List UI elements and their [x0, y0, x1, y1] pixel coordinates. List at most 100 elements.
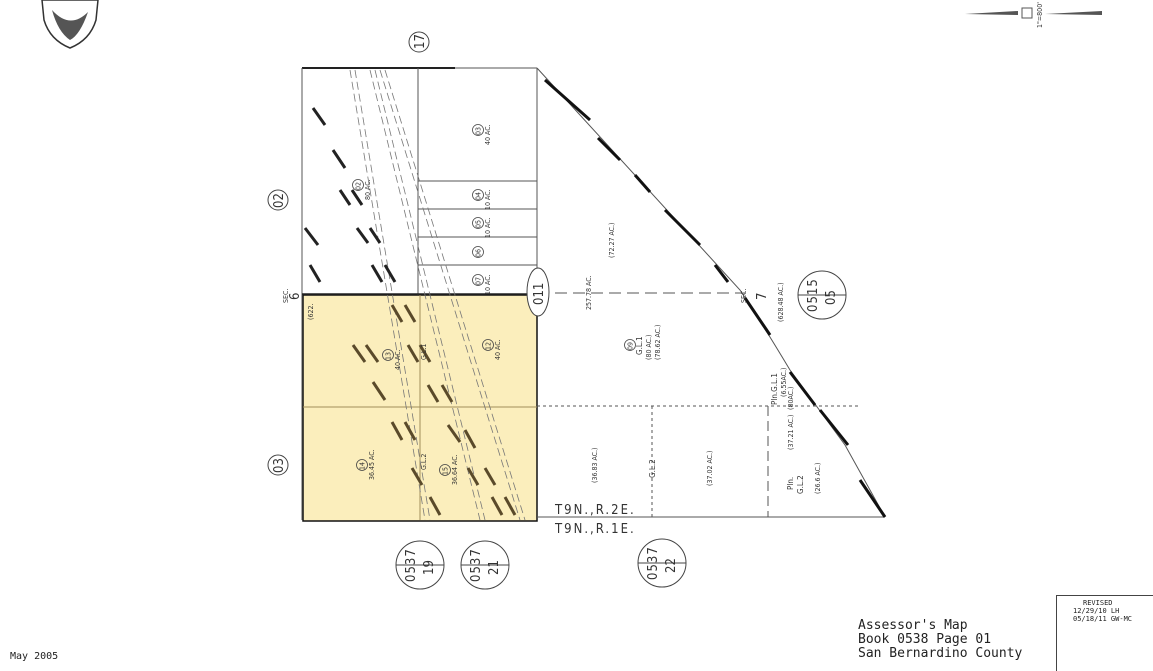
- title-line-2: Book 0538 Page 01: [858, 632, 992, 647]
- parcel-number-circle: [356, 459, 368, 471]
- parcel-number: 07: [475, 277, 483, 285]
- svg-text:02: 02: [272, 193, 287, 208]
- township-label: T9N.,R.1E.: [554, 522, 636, 537]
- parcel-number: 05: [475, 220, 483, 228]
- gov-lot-label: G.L.2: [796, 475, 805, 494]
- county-seal-icon: [41, 0, 99, 49]
- title-block: Assessor's Map Book 0538 Page 01 San Ber…: [858, 619, 1022, 661]
- area-label: (80AC.): [787, 386, 795, 410]
- svg-text:011: 011: [532, 283, 547, 305]
- book-number: 0537: [404, 548, 419, 582]
- parcel-area: 40 AC.: [394, 349, 402, 370]
- map-date: May 2005: [10, 651, 59, 662]
- parcel-number-circle: [472, 189, 484, 201]
- adjacent-ref-17[interactable]: 17: [408, 31, 430, 53]
- parcel-area: 10 AC.: [484, 274, 492, 295]
- parcel-number: 02: [355, 182, 363, 190]
- area-label: (622.: [307, 304, 315, 320]
- section-label: SEC.: [282, 289, 290, 303]
- area-label: (36.83 AC.): [591, 447, 599, 483]
- book-number: 0537: [646, 546, 661, 580]
- gov-lot-label: G.L.1: [420, 344, 428, 360]
- adjacent-ref-02[interactable]: 02: [267, 189, 289, 211]
- page-ref-011[interactable]: 011: [526, 267, 550, 317]
- parcel-number: 03: [475, 127, 483, 135]
- adjacent-ref-03[interactable]: 03: [267, 454, 289, 476]
- parcel-area: (80 AC.): [645, 334, 653, 360]
- parcel-area: 36.64 AC.: [451, 454, 459, 485]
- parcel-area: 10 AC.: [484, 189, 492, 210]
- parcel-area: G.L.1: [635, 336, 644, 355]
- parcel-area: 10 AC.: [484, 217, 492, 238]
- area-label: 257.78 AC.: [585, 275, 593, 310]
- parcel-area: 80 AC.: [364, 179, 372, 200]
- railroad-tracks: [349, 69, 526, 521]
- scale-bar: 1"=800': [965, 2, 1102, 28]
- revision-box: REVISED 12/29/10 LH 05/18/11 GW-MC: [1056, 595, 1153, 671]
- parcel-number: 12: [485, 342, 493, 350]
- page-number: 21: [487, 560, 502, 575]
- section-number: 7: [755, 293, 770, 300]
- parcel-number: 13: [385, 352, 393, 360]
- parcel-number: 15: [442, 467, 450, 475]
- easement-marks: [303, 107, 397, 283]
- parcel-number-circle: [382, 349, 394, 361]
- book-number: 0515: [806, 278, 821, 312]
- title-line-1: Assessor's Map: [858, 618, 968, 633]
- revision-entry: 05/18/11 GW-MC: [1073, 615, 1133, 623]
- gov-lot-label: Pln.: [786, 477, 795, 490]
- gov-lot-label: G.L.2: [420, 454, 428, 470]
- book-number: 0537: [469, 548, 484, 582]
- gov-lot-label: Pln.G.L.1: [770, 373, 779, 405]
- parcel-number: 14: [359, 462, 367, 470]
- section-label: SEC.: [740, 289, 748, 303]
- page-number: 19: [422, 560, 437, 575]
- page-number: 22: [664, 558, 679, 573]
- title-line-3: San Bernardino County: [858, 646, 1023, 661]
- parcel-number-circle: [472, 217, 484, 229]
- parcel-06[interactable]: 06: [472, 246, 484, 258]
- parcel-number-circle: [482, 339, 494, 351]
- revision-entry: 12/29/10 LH: [1073, 607, 1120, 615]
- parcel-number-circle: [472, 274, 484, 286]
- parcel-number-circle: [472, 124, 484, 136]
- parcel-area: 36.45 AC.: [368, 449, 376, 480]
- parcel-area: 40 AC.: [494, 339, 502, 360]
- area-label: (628.48 AC.): [777, 282, 785, 322]
- scale-label: 1"=800': [1036, 2, 1044, 28]
- parcel-area: (78.62 AC.): [654, 324, 662, 360]
- svg-text:03: 03: [272, 458, 287, 473]
- gov-lot-label: G.L.2: [648, 459, 657, 478]
- parcel-number-circle: [352, 179, 364, 191]
- revised-heading: REVISED: [1083, 599, 1113, 607]
- parcel-number-circle: [439, 464, 451, 476]
- highway-line: [544, 78, 887, 518]
- svg-text:17: 17: [413, 34, 428, 49]
- area-label: (6.55AC.): [780, 367, 788, 397]
- area-label: (72.27 AC.): [608, 222, 616, 258]
- township-label: T9N.,R.2E.: [554, 503, 636, 518]
- parcel-area: 40 AC.: [484, 124, 492, 145]
- parcel-number: 09: [627, 342, 635, 350]
- parcel-number-circle: [472, 246, 484, 258]
- parcel-number-circle: [624, 339, 636, 351]
- area-label: (26.6 AC.): [814, 462, 822, 494]
- area-label: (37.21 AC.): [787, 414, 795, 450]
- easement-marks-highlighted: [351, 304, 517, 516]
